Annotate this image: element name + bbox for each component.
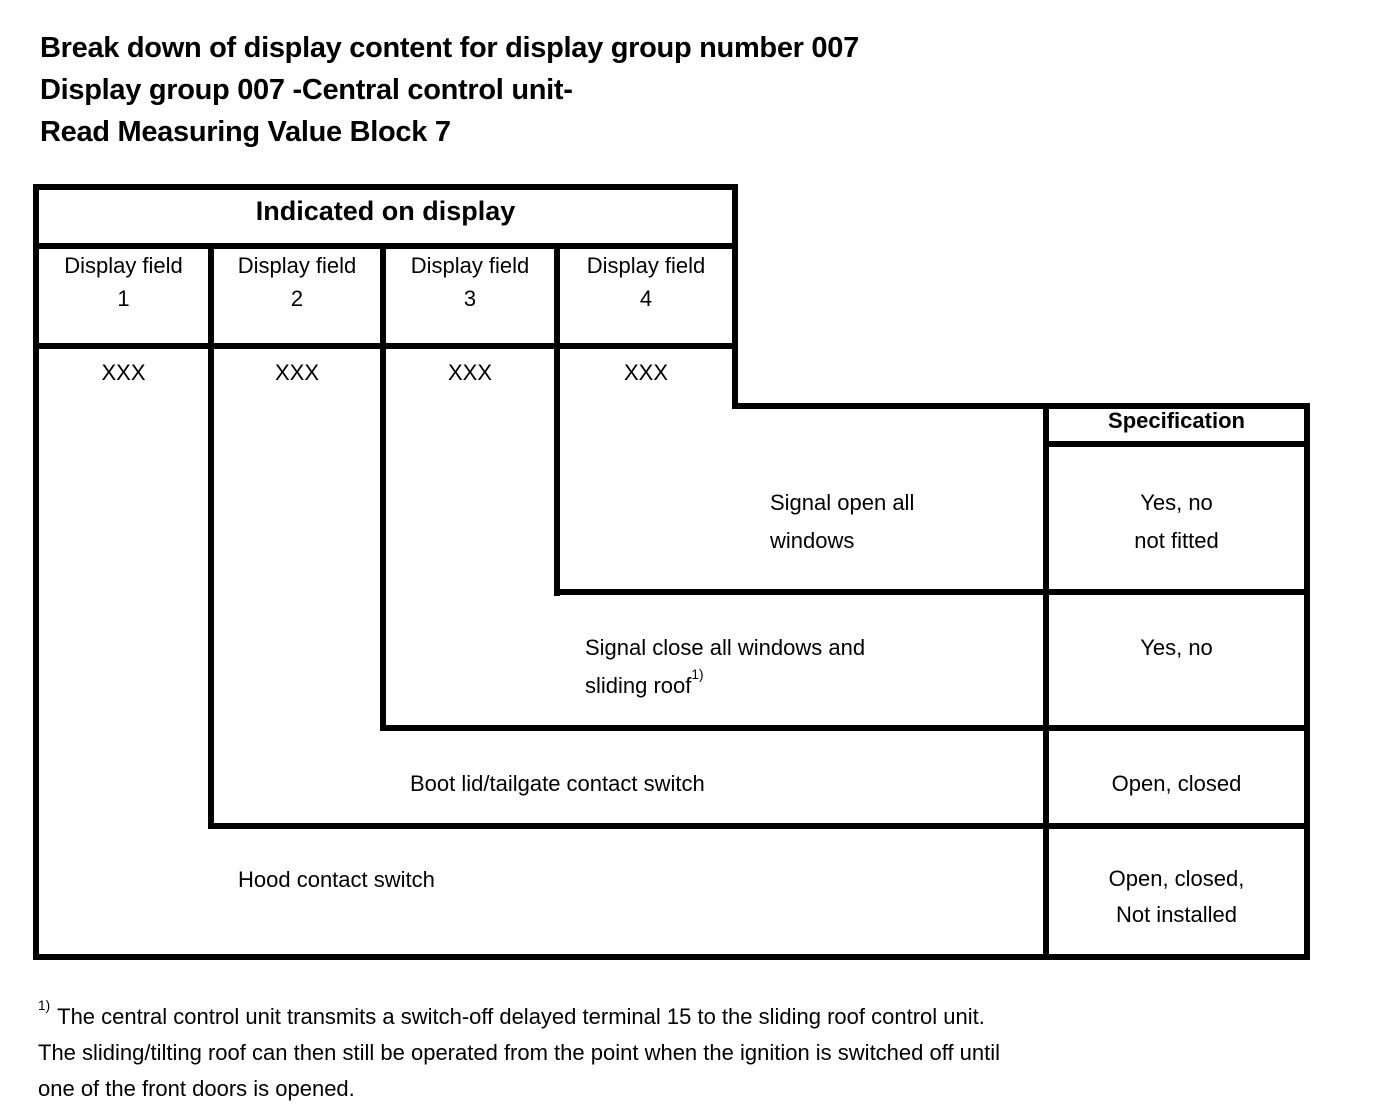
specification-header-bottom-rule	[1043, 441, 1310, 447]
display-table-border-right	[732, 184, 738, 409]
row-1-description: Signal open all windows	[770, 484, 914, 560]
row-2-description-text: sliding roof	[585, 673, 692, 698]
page-title: Break down of display content for displa…	[40, 27, 859, 153]
row-3-description-line-1: Boot lid/tailgate contact switch	[410, 771, 705, 796]
row-2-description-line-1: Signal close all windows and	[585, 635, 866, 660]
row-3-description: Boot lid/tailgate contact switch	[410, 765, 705, 803]
footnote-line-3: one of the front doors is opened.	[38, 1076, 355, 1101]
row-2-description: Signal close all windows and sliding roo…	[585, 629, 865, 705]
display-field-2-label: Display field	[237, 253, 357, 278]
specification-top-rule	[732, 403, 1310, 409]
display-field-3-header: Display field 3	[386, 249, 554, 315]
display-field-4-number: 4	[639, 286, 653, 311]
table-border-left	[33, 184, 39, 960]
display-field-2-number: 2	[290, 286, 304, 311]
display-field-1-number: 1	[117, 286, 130, 311]
footnote-marker: 1)	[38, 997, 51, 1013]
display-field-4-header: Display field 4	[560, 249, 732, 315]
display-field-3-number: 3	[463, 286, 477, 311]
row-4-description-line-1: Hood contact switch	[238, 867, 435, 892]
display-field-1-label: Display field	[64, 253, 183, 278]
row-2-specification-line-1: Yes, no	[1140, 635, 1213, 660]
row-1-bottom-rule	[554, 589, 1310, 595]
row-3-specification-line-1: Open, closed	[1111, 771, 1242, 796]
footnote: 1) The central control unit transmits a s…	[38, 997, 1001, 1107]
indicated-header-bottom-rule	[33, 243, 738, 249]
row-4-specification: Open, closed, Not installed	[1049, 861, 1304, 933]
row-3-bottom-rule	[208, 823, 1310, 829]
display-field-1-value: XXX	[101, 360, 146, 385]
row-2-specification: Yes, no	[1049, 629, 1304, 667]
display-field-3-value: XXX	[447, 360, 493, 385]
row-1-description-line-2: windows	[770, 528, 855, 553]
row-1-description-line-1: Signal open all	[770, 490, 915, 515]
display-field-4-label: Display field	[586, 253, 706, 278]
row-4-description: Hood contact switch	[238, 861, 435, 899]
title-line-2: Display group 007 -Central control unit-	[40, 74, 573, 106]
title-line-3: Read Measuring Value Block 7	[40, 116, 451, 148]
specification-header: Specification	[1108, 408, 1245, 433]
footnote-line-1: 1) The central control unit transmits a s…	[38, 997, 1000, 1035]
row-2-footnote-marker: 1)	[691, 666, 704, 682]
table-border-top	[33, 184, 738, 190]
indicated-on-display-header: Indicated on display	[255, 196, 516, 226]
display-field-2-value: XXX	[274, 360, 320, 385]
column-divider-2-3	[380, 243, 386, 731]
footnote-line-2: The sliding/tilting roof can then still …	[38, 1040, 1001, 1065]
row-3-specification: Open, closed	[1049, 765, 1304, 803]
specification-column-divider	[1043, 403, 1049, 960]
row-4-specification-line-2: Not installed	[1115, 902, 1238, 927]
row-4-specification-line-1: Open, closed,	[1108, 866, 1245, 891]
table-border-bottom	[33, 954, 1310, 960]
row-2-bottom-rule	[380, 725, 1310, 731]
row-1-specification-line-1: Yes, no	[1140, 490, 1213, 515]
table-border-right	[1304, 403, 1310, 960]
display-field-3-label: Display field	[410, 253, 530, 278]
row-1-specification: Yes, no not fitted	[1049, 484, 1304, 560]
row-2-description-line-2: sliding roof1)	[585, 667, 865, 705]
column-divider-3-4	[554, 243, 560, 596]
display-field-4-value: XXX	[623, 360, 669, 385]
footnote-text-1: The central control unit transmits a swi…	[57, 1004, 985, 1029]
column-divider-1-2	[208, 243, 214, 829]
display-field-1-header: Display field 1	[39, 249, 208, 315]
row-1-specification-line-2: not fitted	[1134, 528, 1219, 553]
display-field-2-header: Display field 2	[214, 249, 380, 315]
field-header-bottom-rule	[33, 343, 738, 349]
title-line-1: Break down of display content for displa…	[40, 32, 859, 64]
